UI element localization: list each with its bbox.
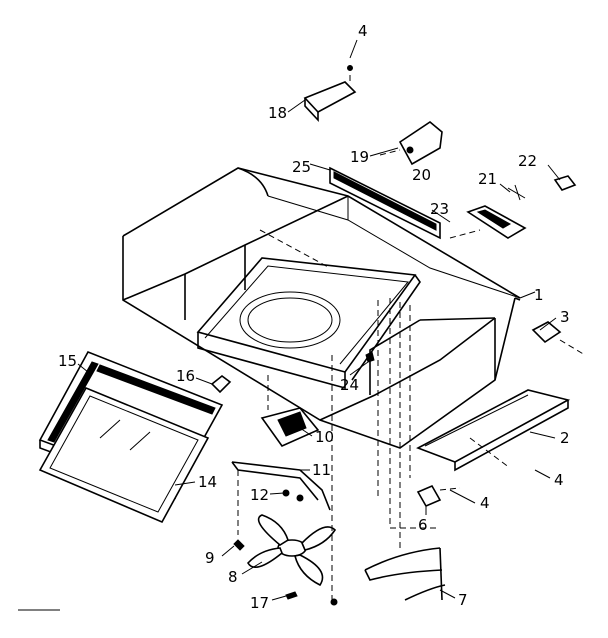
- duct: [364, 547, 446, 601]
- callout-23: 23: [430, 200, 449, 218]
- part-23-strip: [329, 166, 441, 240]
- callout-10: 10: [315, 428, 334, 446]
- callout-15: 15: [58, 352, 77, 370]
- callout-21: 21: [478, 170, 497, 188]
- callout-18: 18: [268, 104, 287, 122]
- callout-17: 17: [250, 594, 269, 612]
- callout-3: 3: [560, 308, 570, 326]
- alignment-lines: [237, 229, 511, 600]
- callout-9: 9: [205, 549, 215, 567]
- callout-1: 1: [534, 286, 544, 304]
- callout-20: 20: [412, 166, 431, 184]
- callout-24: 24: [340, 376, 359, 394]
- callout-8: 8: [228, 568, 238, 586]
- callout-labels: 1 2 3 4 4 4 6 7 8 9 10 11 12 14 15 16 17…: [58, 22, 570, 612]
- callout-19: 19: [350, 148, 369, 166]
- callout-2: 2: [560, 429, 570, 447]
- top-brackets: [303, 65, 443, 166]
- part-3-switch: [531, 321, 586, 356]
- leader-lines: [18, 39, 561, 611]
- part-21-22: [466, 175, 577, 239]
- part-6: [416, 484, 461, 508]
- callout-4-lower: 4: [480, 494, 490, 512]
- callout-11: 11: [312, 461, 331, 479]
- hood-body: [122, 167, 521, 449]
- fan-blade: [247, 514, 337, 587]
- callout-6: 6: [418, 516, 428, 534]
- part-2-panel: [416, 389, 571, 472]
- small-parts: [210, 351, 375, 606]
- callout-16: 16: [176, 367, 195, 385]
- callout-7: 7: [458, 591, 468, 609]
- callout-12: 12: [250, 486, 269, 504]
- callout-14: 14: [198, 473, 217, 491]
- inner-panel: [196, 257, 421, 390]
- callout-4-top: 4: [358, 22, 368, 40]
- filter-plates: [38, 350, 224, 524]
- callout-25: 25: [292, 158, 311, 176]
- callout-4-right: 4: [554, 471, 564, 489]
- motor-assembly: [231, 407, 331, 511]
- callout-22: 22: [518, 152, 537, 170]
